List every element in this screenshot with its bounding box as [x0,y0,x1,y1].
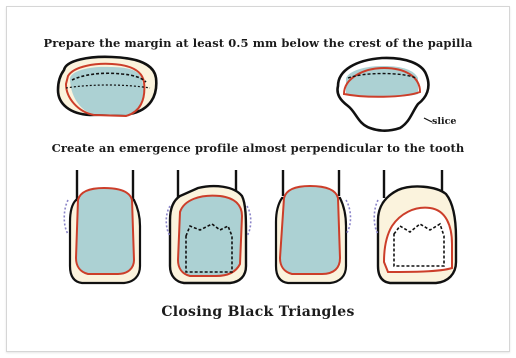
proximal-view-2 [166,170,251,283]
proximal-view-1 [64,170,140,283]
proximal-view-4 [374,170,456,283]
proximal-view-3 [276,170,351,283]
top-right-slice-view [337,58,432,131]
tooth-crown-right [346,66,418,97]
contact-1 [64,200,68,234]
crown-3 [280,186,340,274]
contact-2b [247,206,251,236]
slice-pointer [424,118,432,122]
top-left-occlusal-view [58,57,156,116]
slice-label: slice [432,116,456,127]
crown-1 [76,188,134,274]
